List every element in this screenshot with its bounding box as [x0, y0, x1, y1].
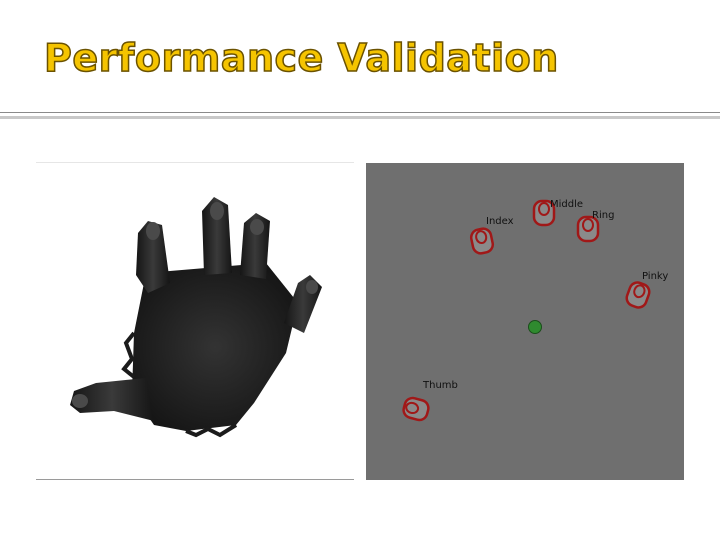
title-divider-thin: [0, 112, 720, 113]
middle-label: Middle: [550, 199, 583, 210]
slide-title: Performance Validation: [43, 35, 559, 81]
thumb-fingertip-marker: [402, 396, 430, 422]
middle-fingertip-marker: [532, 199, 556, 227]
title-divider-thick: [0, 116, 720, 119]
ring-fingertip-marker: [576, 215, 600, 243]
ring-label: Ring: [592, 210, 614, 221]
depth-image-panel: [36, 162, 354, 480]
hand-silhouette: [70, 197, 322, 438]
pinky-fingertip-marker: [625, 281, 651, 309]
index-fingertip-marker: [469, 227, 495, 255]
palm-center-marker: [528, 320, 542, 334]
fingertip-detection-panel: Index Middle Ring Pinky: [366, 163, 684, 480]
pinky-label: Pinky: [642, 271, 668, 282]
fingertip-overlay: Index Middle Ring Pinky: [402, 199, 668, 422]
thumb-label: Thumb: [422, 380, 458, 391]
index-label: Index: [486, 216, 514, 227]
hand-depth-image: [70, 197, 322, 438]
